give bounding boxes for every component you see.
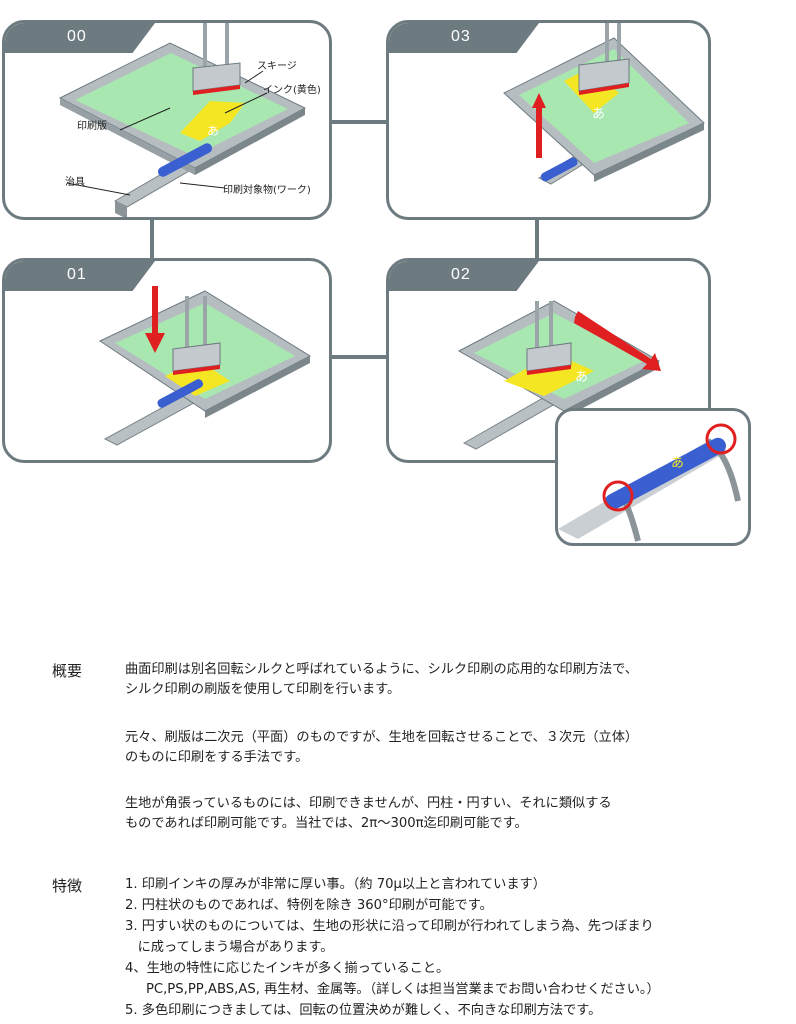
callout-squeegee: スキージ	[257, 61, 297, 72]
lift-arrow	[532, 93, 546, 158]
sweep-arrow	[574, 311, 661, 371]
cylinder-rotation-illustration: あ	[558, 423, 741, 542]
step-panel-03: 03 あ	[386, 20, 711, 220]
overview-p3-line-1: 生地が角張っているものには、印刷できませんが、円柱・円すい、それに類似する	[125, 796, 612, 811]
step-label-00: 00	[67, 28, 87, 45]
step-tab-00	[5, 23, 155, 53]
callout-jig: 治具	[65, 177, 85, 188]
overview-paragraph-2: 元々、刷版は二次元（平面）のものですが、生地を回転させることで、３次元（立体） …	[125, 728, 765, 768]
step-panel-01: 01	[2, 258, 332, 463]
screen-print-illustration-01	[98, 286, 312, 446]
connector-01-02	[330, 355, 388, 359]
feature-item: PC,PS,PP,ABS,AS, 再生材、金属等。（詳しくは担当営業までお問い合…	[125, 982, 660, 997]
step-tab-03	[389, 23, 539, 53]
screen-print-illustration-00: あ	[58, 23, 307, 217]
print-glyph-detail: あ	[671, 456, 684, 471]
step-label-03: 03	[451, 28, 471, 45]
feature-item: 2. 円柱状のものであれば、特例を除き 360°印刷が可能です。	[125, 898, 493, 913]
step-panel-02: 02 あ	[386, 258, 711, 463]
feature-item: 1. 印刷インキの厚みが非常に厚い事。（約 70μ以上と言われています）	[125, 877, 546, 892]
step-panel-00: 00 あ スキージ インク(黄	[2, 20, 332, 220]
overview-p1-line-1: 曲面印刷は別名回転シルクと呼ばれているように、シルク印刷の応用的な印刷方法で、	[125, 662, 638, 677]
overview-p2-line-2: のものに印刷をする手法です。	[125, 750, 309, 765]
features-heading: 特徴	[52, 877, 83, 895]
screen-print-illustration-03: あ	[503, 23, 705, 185]
print-glyph-00: あ	[207, 124, 219, 138]
overview-p1-line-2: シルク印刷の刷版を使用して印刷を行います。	[125, 682, 401, 697]
step-tab-01	[5, 261, 155, 291]
screen-print-illustration-02: あ	[457, 300, 661, 450]
press-down-arrow	[145, 286, 165, 353]
feature-item: に成ってしまう場合があります。	[125, 940, 334, 955]
callout-work: 印刷対象物(ワーク)	[223, 185, 311, 196]
overview-heading: 概要	[52, 662, 83, 680]
connector-03-02	[535, 217, 539, 263]
overview-paragraph-1: 曲面印刷は別名回転シルクと呼ばれているように、シルク印刷の応用的な印刷方法で、 …	[125, 660, 765, 700]
connector-00-03	[330, 120, 388, 124]
overview-p3-line-2: ものであれば印刷可能です。当社では、2π～300π迄印刷可能です。	[125, 816, 528, 831]
callout-plate: 印刷版	[77, 121, 107, 132]
feature-item: 4、生地の特性に応じたインキが多く揃っていること。	[125, 961, 450, 976]
callout-ink: インク(黄色)	[263, 85, 321, 96]
process-diagram: 00 あ スキージ インク(黄	[2, 20, 751, 546]
step-label-02: 02	[451, 266, 471, 283]
feature-item: 5. 多色印刷につきましては、回転の位置決めが難しく、不向きな印刷方法です。	[125, 1003, 602, 1018]
connector-00-01	[150, 217, 154, 263]
feature-item: 3. 円すい状のものについては、生地の形状に沿って印刷が行われてしまう為、先つぼ…	[125, 919, 654, 934]
step-tab-02	[389, 261, 539, 291]
step-label-01: 01	[67, 266, 87, 283]
print-glyph-02: あ	[575, 370, 588, 385]
overview-paragraph-3: 生地が角張っているものには、印刷できませんが、円柱・円すい、それに類似する もの…	[125, 794, 765, 834]
print-glyph-03: あ	[592, 107, 605, 122]
rotation-detail-inset: あ	[555, 408, 751, 546]
overview-p2-line-1: 元々、刷版は二次元（平面）のものですが、生地を回転させることで、３次元（立体）	[125, 730, 639, 745]
